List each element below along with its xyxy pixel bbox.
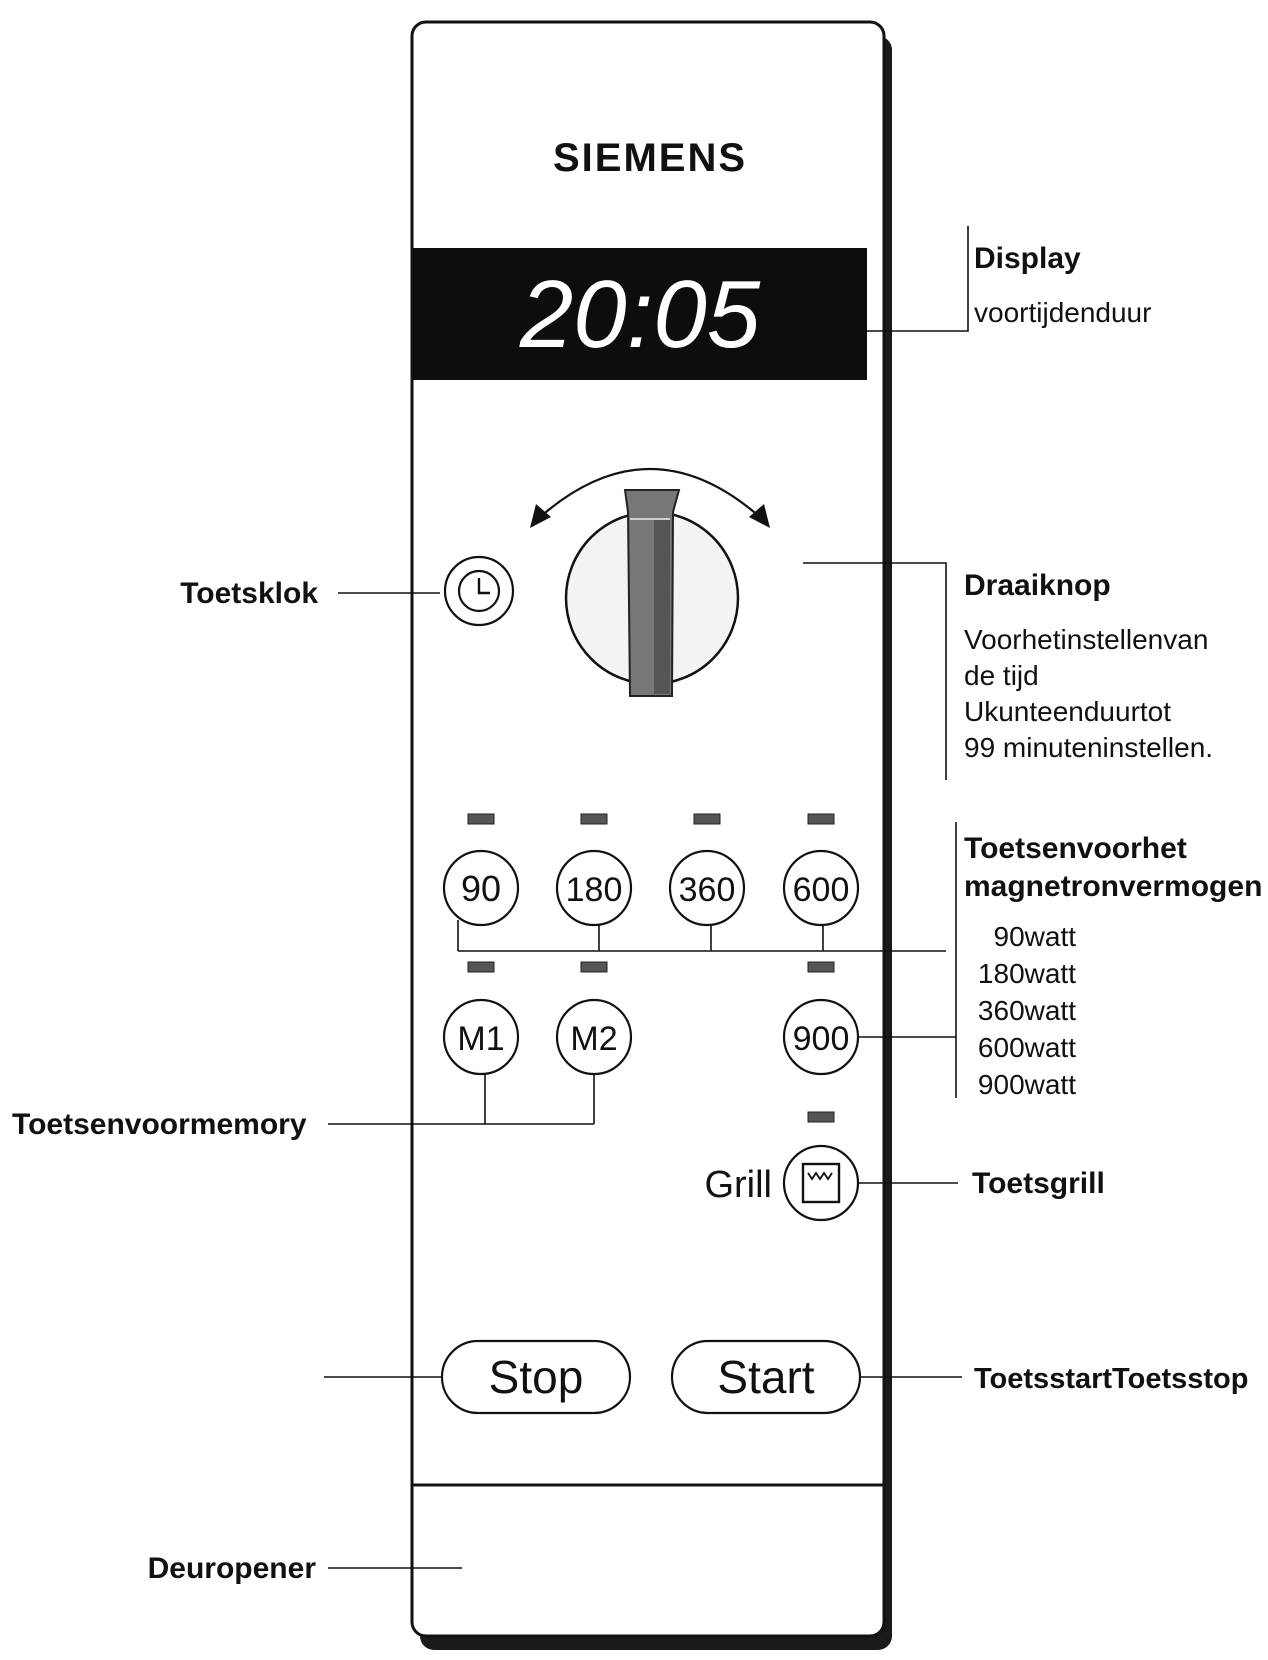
callout-door-opener: Deuropener <box>148 1552 317 1585</box>
clock-icon-hands <box>477 578 490 595</box>
knob-grip <box>623 489 681 697</box>
callout-knob-title: Draaiknop <box>964 569 1111 602</box>
knob-rotation-arrow <box>538 468 762 519</box>
callout-display-title: Display <box>974 242 1081 275</box>
power-button-360-ring <box>668 849 746 927</box>
callout-power-900: 900watt <box>978 1069 1076 1100</box>
power-button-900[interactable]: 900 <box>782 998 860 1076</box>
led-360 <box>693 813 721 825</box>
grill-button[interactable] <box>782 1144 860 1222</box>
power-button-180-label: 180 <box>566 871 623 909</box>
power-button-90-ring <box>442 849 520 927</box>
callout-grill: Toetsgrill <box>972 1167 1105 1200</box>
callout-knob-line-1: Voorhetinstellenvan <box>964 624 1208 655</box>
display-screen <box>413 248 867 380</box>
memory-button-m1-ring <box>442 998 520 1076</box>
callout-display-sub: voortijdenduur <box>974 297 1151 328</box>
callout-knob-line-3: Ukunteenduurtot <box>964 696 1171 727</box>
grill-icon <box>801 1162 841 1204</box>
clock-button[interactable] <box>443 555 515 627</box>
start-button[interactable]: Start <box>670 1339 862 1415</box>
power-button-600[interactable]: 600 <box>782 849 860 927</box>
rotary-knob[interactable] <box>530 468 770 697</box>
control-panel <box>410 20 886 1638</box>
led-m2 <box>580 961 608 973</box>
grill-text: Grill <box>704 1164 772 1206</box>
callout-start-stop: ToetsstartToetsstop <box>974 1363 1248 1395</box>
led-m1 <box>467 961 495 973</box>
stop-button[interactable]: Stop <box>440 1339 632 1415</box>
callout-power-180: 180watt <box>978 958 1076 989</box>
display-time: 20:05 <box>519 261 761 368</box>
led-180 <box>580 813 608 825</box>
power-button-90-label: 90 <box>461 868 501 909</box>
clock-icon <box>457 569 501 613</box>
callout-memory: Toetsenvoormemory <box>12 1108 307 1141</box>
callout-power-360: 360watt <box>978 995 1076 1026</box>
led-90 <box>467 813 495 825</box>
callout-power-title-2: magnetronvermogen <box>964 870 1262 903</box>
callout-power-title-1: Toetsenvoorhet <box>964 832 1187 865</box>
memory-button-m2[interactable]: M2 <box>555 998 633 1076</box>
power-button-600-ring <box>782 849 860 927</box>
power-button-900-label: 900 <box>793 1020 850 1058</box>
memory-button-m1-label: M1 <box>457 1020 504 1058</box>
leader-knob <box>803 562 947 780</box>
knob-grip-shade <box>654 520 670 694</box>
power-button-90[interactable]: 90 <box>442 849 520 927</box>
grill-button-ring <box>782 1144 860 1222</box>
memory-button-m1[interactable]: M1 <box>442 998 520 1076</box>
led-600 <box>807 813 835 825</box>
callout-power-90: 90watt <box>994 921 1077 952</box>
power-button-180-ring <box>555 849 633 927</box>
power-button-360[interactable]: 360 <box>668 849 746 927</box>
memory-button-m2-label: M2 <box>570 1020 617 1058</box>
callout-power-600: 600watt <box>978 1032 1076 1063</box>
grill-icon-element <box>807 1171 833 1181</box>
stop-button-label: Stop <box>489 1351 584 1403</box>
power-button-360-label: 360 <box>679 871 736 909</box>
callout-clock: Toetsklok <box>180 577 318 610</box>
brand-logo: SIEMENS <box>553 136 747 180</box>
start-button-label: Start <box>717 1351 814 1403</box>
power-button-600-label: 600 <box>793 871 850 909</box>
power-button-180[interactable]: 180 <box>555 849 633 927</box>
led-900 <box>807 961 835 973</box>
leader-display <box>867 226 969 332</box>
led-grill <box>807 1111 835 1123</box>
knob-arrow-left-head <box>530 504 551 528</box>
knob-arrow-right-head <box>749 504 770 528</box>
callout-knob-line-4: 99 minuteninstellen. <box>964 732 1213 763</box>
callout-knob-line-2: de tijd <box>964 660 1039 691</box>
